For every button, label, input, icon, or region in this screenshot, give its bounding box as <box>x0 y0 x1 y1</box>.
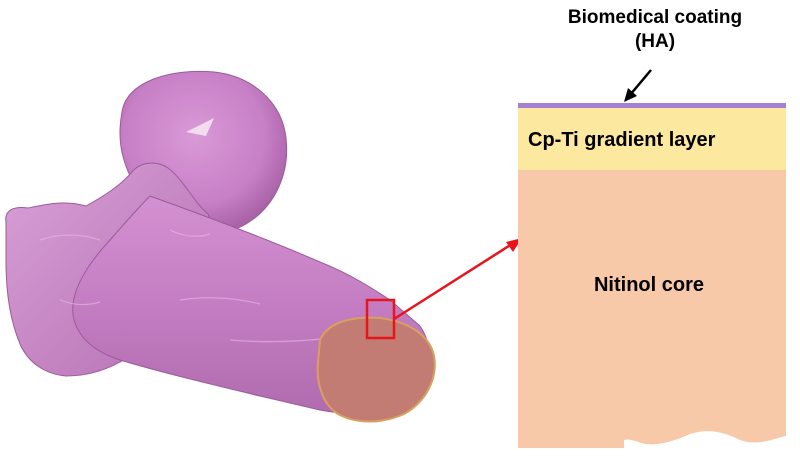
coating-arrow-head <box>624 88 637 102</box>
coating-label: Biomedical coating (HA) <box>520 6 790 54</box>
head-highlight <box>186 118 214 136</box>
coating-label-line2: (HA) <box>634 31 676 52</box>
shaft-cross-section <box>316 316 436 423</box>
coating-label-line1: Biomedical coating <box>567 7 743 28</box>
bone-texture <box>39 229 331 343</box>
gradient-layer-label: Cp-Ti gradient layer <box>528 129 716 151</box>
coating-arrow-line <box>629 69 652 96</box>
cp-ti-gradient-layer <box>518 107 786 170</box>
nitinol-core <box>518 170 786 448</box>
core-label: Nitinol core <box>593 274 704 296</box>
ha-coating-layer <box>518 103 786 108</box>
callout-arrow-line <box>393 242 513 321</box>
